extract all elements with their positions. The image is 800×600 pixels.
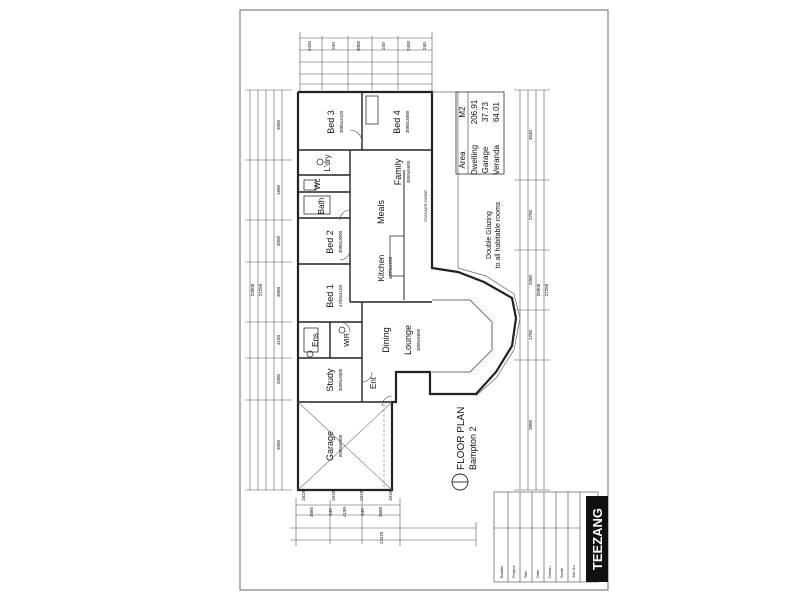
area-row-veranda-value: 64.01 [492,101,501,122]
area-header-unit: M2 [458,106,467,118]
fittings [303,95,405,358]
room-wc: Wc [313,178,322,190]
right-dimension-chains [514,89,550,491]
dim-window-2: 1818 [359,490,364,501]
dim-left-5: 2000 [276,373,281,384]
door-swings [339,129,393,407]
logo-text: TEEZANG [590,508,605,570]
dim-bottom-4: 3600 [378,506,383,517]
dim-left-1: 1800 [276,184,281,195]
dim-right-length: 20900 [536,283,541,296]
area-row-garage-value: 37.73 [481,101,490,122]
dim-left-length: 23600 [250,283,255,296]
dim-bottom-1: 240 [328,508,333,516]
tb-field-2: Site [523,570,528,578]
dim-left-3: 3000 [276,286,281,297]
room-meals: Meals [376,200,386,225]
room-kitchen: Kitchen [377,255,386,282]
left-dimension-chains [245,89,292,491]
room-bed4: Bed 4 [392,110,402,134]
dim-left-0: 3000 [276,119,281,130]
room-bed2: Bed 2 [325,230,335,254]
room-bed1: Bed 1 [325,284,335,308]
dim-window-3: 1818 [388,490,393,501]
veranda-outline [432,91,521,397]
dim-bottom-0: 3085 [309,506,314,517]
dimension-labels: 27250 23600 20900 27250 3420 240 3000 24… [250,40,549,544]
plan-subtitle-text: Bampton 2 [468,426,478,470]
dim-top-1: 240 [331,42,336,50]
room-labels: Bed 3 3000x3420 Bed 4 3000x3000 L'dry Wc… [311,110,421,461]
room-garage: Garage [325,431,335,461]
room-ldry: L'dry [323,154,332,171]
area-header-label: Area [458,151,467,168]
dim-left-4: 4150 [276,334,281,345]
area-row-dwelling-label: Dwelling [470,145,479,175]
plan-title: FLOOR PLAN Bampton 2 [451,407,478,491]
building-walls [296,90,518,492]
room-lounge-size: 4800x5800 [416,328,421,351]
room-bed3-size: 3000x3420 [339,110,344,133]
room-lounge: Lounge [403,325,413,355]
sheet-border [239,9,609,591]
area-row-veranda-label: Veranda [492,145,501,175]
room-bed3: Bed 3 [326,110,336,134]
tb-field-5: Scale [559,567,564,578]
dim-bottom-3: 240 [360,508,365,516]
bottom-dimension-chains [290,498,477,546]
room-family: Family [393,158,403,185]
room-bed2-size: 3000x3000 [338,230,343,253]
tb-field-3: Date [535,569,540,578]
room-family-size: 3850x5600 [406,160,411,183]
dim-overall-right: 27250 [544,283,549,296]
lounge-bay [432,299,493,373]
top-dimension-chains [299,32,433,92]
garage-roof-lines [297,401,393,491]
dim-right-2: 3360 [528,274,533,285]
plan-title-text: FLOOR PLAN [456,407,467,470]
room-wir: WIR [344,333,351,347]
room-study: Study [325,368,335,392]
area-row-garage-label: Garage [481,146,490,173]
dim-left-6: 3000 [276,439,281,450]
room-ent: Ent [369,376,378,389]
tb-field-6: Job No [571,565,576,578]
dim-left-2: 3500 [276,235,281,246]
room-bed1-size: 4750x4150 [338,284,343,307]
dim-top-2: 3000 [356,40,361,51]
room-garage-size: 6000x6000 [338,434,343,457]
dim-window-1: 1818 [331,490,336,501]
stacker-door-label: STACKER DOOR [423,190,428,222]
area-table: Area M2 Dwelling 206.91 Garage 37.73 Ver… [455,91,505,175]
room-bed4-size: 3000x3000 [405,110,410,133]
room-bath: Bath [317,198,326,214]
dim-right-0: 4640 [528,129,533,140]
glazing-note-line2: to all habitable rooms [495,201,502,268]
dim-bottom-2: 4190 [342,506,347,517]
tb-field-0: Builder [499,565,504,578]
glazing-note: Double Glazing to all habitable rooms [486,201,502,268]
room-study-size: 3000x3000 [338,368,343,391]
dim-top-3: 240 [381,42,386,50]
room-kitchen-size: 4330x4100 [388,256,393,279]
dim-top-4: 2400 [406,40,411,51]
tb-field-4: Drawn [547,566,552,578]
dim-top-0: 3420 [307,40,312,51]
dim-right-3: 1700 [528,329,533,340]
dim-window-0: 1818 [301,490,306,501]
title-block [493,491,599,583]
area-row-dwelling-value: 206.91 [470,99,479,124]
room-dining: Dining [381,327,391,353]
tb-field-1: Project [511,565,516,578]
dim-right-1: 2700 [528,209,533,220]
dim-right-4: 3800 [528,419,533,430]
dim-bottom-total: 13470 [379,531,384,544]
logo: TEEZANG [586,496,608,582]
dim-top-5: 240 [422,42,427,50]
title-block-fields: Builder Project Site Date Drawn Scale Jo… [499,565,576,578]
dim-overall-length: 27250 [258,283,263,296]
glazing-note-line1: Double Glazing [486,211,493,259]
room-ens: Ens [311,333,320,347]
